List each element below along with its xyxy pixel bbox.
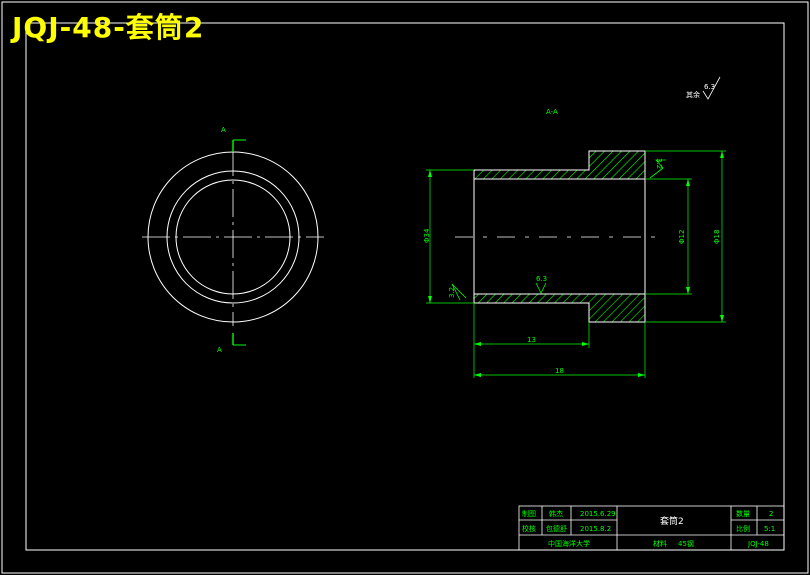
tb-checked-name: 包德舒 — [546, 524, 567, 533]
dim-outer-dia: Φ18 — [713, 230, 721, 244]
page-title: JQJ-48-套筒2 — [12, 11, 205, 44]
dim-shoulder-len: 13 — [527, 336, 536, 344]
dim-rough-left: 3.2 — [448, 287, 456, 298]
roughness-symbol-left — [451, 283, 467, 301]
tb-drawing-no: JQJ-48 — [747, 540, 769, 548]
tb-part-name: 套筒2 — [660, 515, 684, 527]
arrow-heads — [428, 151, 724, 377]
cut-marker-bottom-label: A — [217, 346, 222, 354]
tb-drawn-label: 制图 — [522, 509, 536, 518]
tb-scale-label: 比例 — [736, 524, 750, 533]
dim-bore-dia: Φ12 — [678, 230, 686, 244]
tb-drawn-date: 2015.6.29 — [580, 510, 616, 518]
title-block-text: 制图 韩杰 2015.6.29 校核 包德舒 2015.8.2 套筒2 数量 2… — [522, 509, 775, 548]
dim-left-dia: Φ34 — [423, 228, 431, 243]
cut-marker-top-label: A — [221, 126, 226, 134]
hatch-top — [473, 150, 646, 180]
tb-scale-value: 5:1 — [764, 525, 775, 533]
tb-material-label: 材料 — [653, 539, 667, 548]
tb-drawn-name: 韩杰 — [549, 509, 563, 518]
section-view: Φ34 Φ12 Φ18 13 18 3.2 3.2 6.3 A-A 其余 6.3 — [423, 76, 726, 378]
front-view: A A — [142, 126, 324, 354]
hatch-bottom — [473, 293, 646, 323]
tb-checked-label: 校核 — [522, 524, 536, 533]
dim-rough-mid: 6.3 — [536, 275, 547, 283]
roughness-symbol-mid — [535, 282, 547, 294]
roughness-leader-top — [649, 167, 664, 179]
roughness-symbol-note — [702, 76, 721, 100]
section-label: A-A — [546, 108, 558, 116]
tb-material-value: 45钢 — [678, 539, 694, 548]
tb-school: 中国海洋大学 — [548, 539, 590, 548]
tb-checked-date: 2015.8.2 — [580, 525, 611, 533]
dim-total-len: 18 — [555, 367, 564, 375]
inner-frame — [25, 22, 785, 551]
roughness-note: 其余 — [686, 90, 700, 99]
dim-rough-top: 3.2 — [655, 158, 663, 169]
tb-qty-value: 2 — [769, 510, 773, 518]
tb-qty-label: 数量 — [736, 509, 750, 518]
roughness-symbol-top — [655, 159, 666, 169]
roughness-note-value: 6.3 — [704, 83, 715, 91]
title-block — [518, 505, 785, 551]
